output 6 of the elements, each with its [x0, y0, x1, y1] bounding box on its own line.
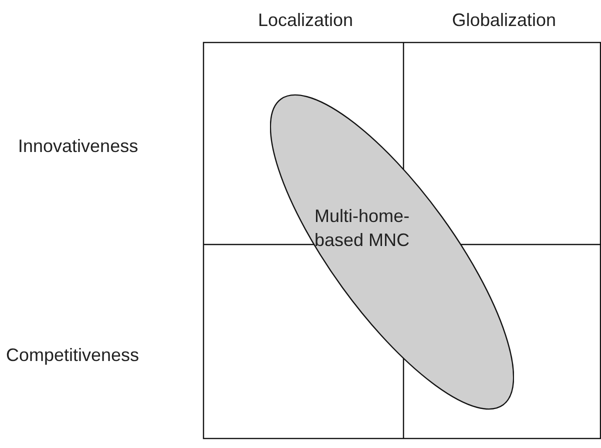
row-heading: Innovativeness	[18, 136, 138, 157]
row-heading: Competitiveness	[6, 345, 140, 366]
column-heading: Localization	[258, 10, 354, 31]
ellipse-node	[270, 94, 514, 410]
node-label: Multi-home-based MNC	[314, 205, 410, 252]
column-heading: Globalization	[452, 10, 556, 31]
